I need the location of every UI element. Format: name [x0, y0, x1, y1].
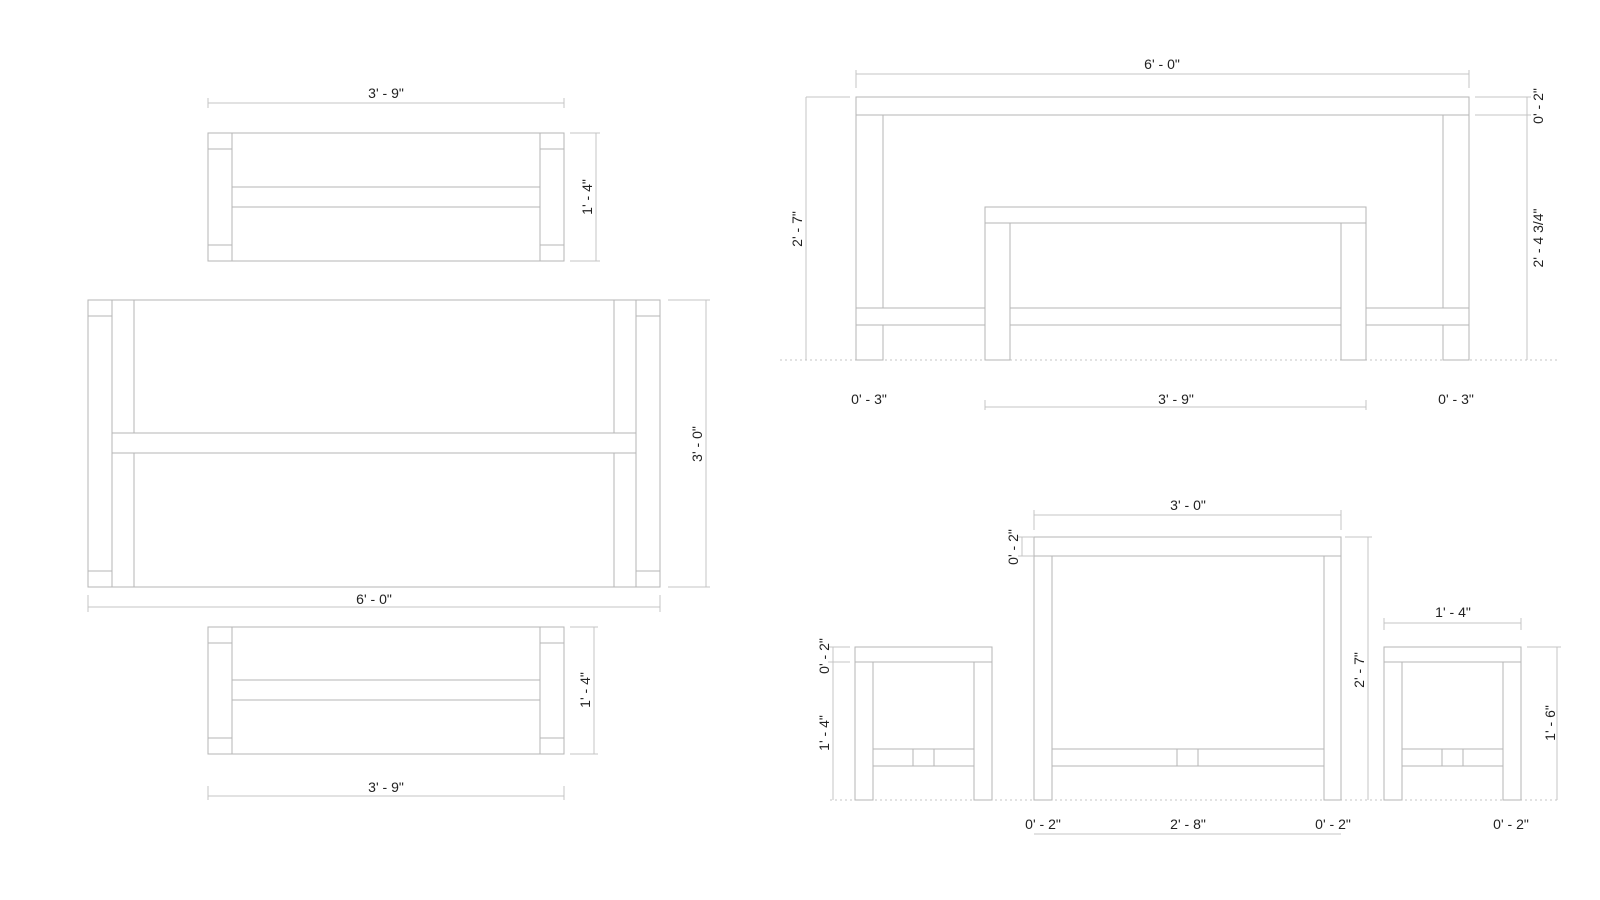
- plan-top-bench: [207, 132, 565, 262]
- plan-table: [87, 299, 661, 588]
- side-left-bench: [854, 646, 993, 801]
- front-left-overhang-label: 0' - 3": [851, 391, 887, 407]
- front-right-overhang-label: 0' - 3": [1438, 391, 1474, 407]
- front-elevation: 6' - 0" 0' - 2" 2' - 7" 2' - 4 3/4" 0' -…: [780, 56, 1560, 410]
- side-left-bench-top-thickness-label: 0' - 2": [816, 638, 832, 674]
- plan-bottom-bench: [207, 626, 565, 755]
- front-leg-height-label: 2' - 4 3/4": [1530, 208, 1546, 267]
- front-bench-width-label: 3' - 9": [1158, 391, 1194, 407]
- plan-bottom-bench-width-label: 3' - 9": [368, 779, 404, 795]
- side-right-bench-width-label: 1' - 4": [1435, 604, 1471, 620]
- plan-top-bench-depth-label: 1' - 4": [579, 179, 595, 215]
- plan-table-length-label: 6' - 0": [356, 591, 392, 607]
- side-table-height-label: 2' - 7": [1351, 652, 1367, 688]
- side-bench-right-inset-label: 0' - 2": [1493, 816, 1529, 832]
- plan-dimension-lines: [87, 98, 710, 800]
- plan-table-depth-label: 3' - 0": [689, 426, 705, 462]
- side-table-inner-span-label: 2' - 8": [1170, 816, 1206, 832]
- side-right-bench: [1383, 646, 1522, 801]
- front-overall-height-label: 2' - 7": [789, 211, 805, 247]
- plan-top-bench-width-label: 3' - 9": [368, 85, 404, 101]
- front-bench: [984, 206, 1367, 361]
- front-top-thickness-label: 0' - 2": [1530, 88, 1546, 124]
- side-table: [1033, 536, 1342, 801]
- side-elevation: 3' - 0" 0' - 2" 2' - 7" 0' - 2" 1' - 4" …: [816, 497, 1561, 835]
- plan-bottom-bench-depth-label: 1' - 4": [577, 672, 593, 708]
- side-table-top-thickness-label: 0' - 2": [1005, 529, 1021, 565]
- plan-view: 3' - 9" 1' - 4" 3' - 0" 6' - 0" 1' - 4" …: [87, 85, 710, 800]
- front-dimension-lines: [805, 70, 1531, 410]
- side-table-right-inset-label: 0' - 2": [1315, 816, 1351, 832]
- side-table-left-inset-label: 0' - 2": [1025, 816, 1061, 832]
- side-dimension-lines: [828, 510, 1561, 835]
- front-overall-length-label: 6' - 0": [1144, 56, 1180, 72]
- side-left-bench-leg-height-label: 1' - 4": [816, 715, 832, 751]
- side-right-bench-height-label: 1' - 6": [1542, 705, 1558, 741]
- side-table-width-label: 3' - 0": [1170, 497, 1206, 513]
- front-table: [855, 96, 1470, 361]
